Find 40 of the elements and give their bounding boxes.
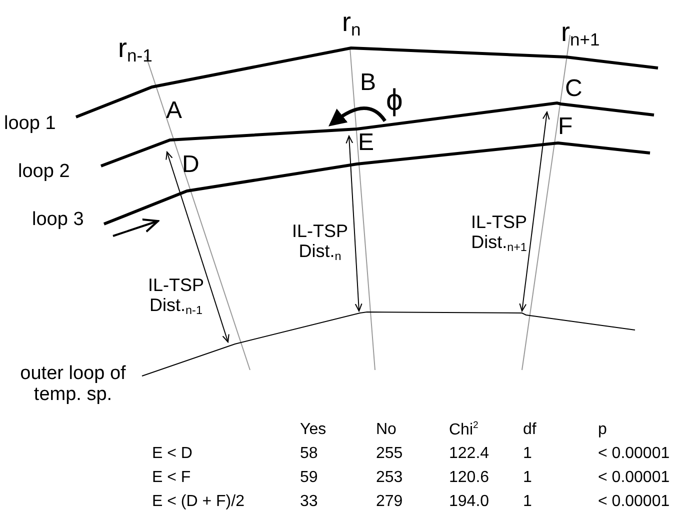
- loop-label: loop 2: [18, 162, 70, 183]
- column-header: Yes: [300, 421, 326, 439]
- distance-label: IL-TSP Dist.$_{n}$: [290, 222, 349, 264]
- table-value: 194.0: [449, 493, 490, 511]
- point-label: D: [182, 152, 200, 178]
- table-value: < 0.00001: [598, 469, 670, 487]
- table-value: 58: [300, 445, 318, 463]
- radius-label: r$_{n-1}$: [118, 34, 152, 66]
- distance-label: IL-TSP Dist.$_{n+1}$: [470, 213, 528, 255]
- table-value: 1: [523, 493, 532, 511]
- point-label: F: [558, 114, 573, 140]
- outer-loop-label: outer loop of temp. sp.: [19, 364, 127, 406]
- point-label: C: [565, 76, 582, 102]
- table-value: 33: [300, 493, 318, 511]
- table-value: < 0.00001: [598, 493, 670, 511]
- row-header: E < F: [152, 469, 191, 487]
- row-header: E < D: [152, 445, 192, 463]
- column-header: p: [598, 421, 607, 439]
- column-header: No: [376, 421, 396, 439]
- table-value: 253: [376, 469, 403, 487]
- point-label: A: [166, 98, 182, 124]
- table-value: 122.4: [449, 445, 490, 463]
- radius-label: r$_{n}$: [342, 8, 361, 40]
- row-header: E < (D + F)/2: [152, 493, 244, 511]
- point-label: E: [358, 130, 374, 156]
- table-value: < 0.00001: [598, 445, 670, 463]
- table-value: 120.6: [449, 469, 490, 487]
- angle-label: ϕ: [386, 84, 403, 117]
- radius-label: r$_{n+1}$: [561, 18, 600, 50]
- loop-label: loop 3: [32, 210, 84, 231]
- point-label: B: [360, 70, 376, 96]
- loop-label: loop 1: [4, 114, 56, 135]
- table-value: 1: [523, 469, 532, 487]
- table-value: 1: [523, 445, 532, 463]
- table-value: 59: [300, 469, 318, 487]
- table-value: 255: [376, 445, 403, 463]
- table-value: 279: [376, 493, 403, 511]
- column-header: Chi$^{2}$: [449, 421, 478, 439]
- distance-label: IL-TSP Dist.$_{n-1}$: [146, 276, 205, 318]
- column-header: df: [523, 421, 536, 439]
